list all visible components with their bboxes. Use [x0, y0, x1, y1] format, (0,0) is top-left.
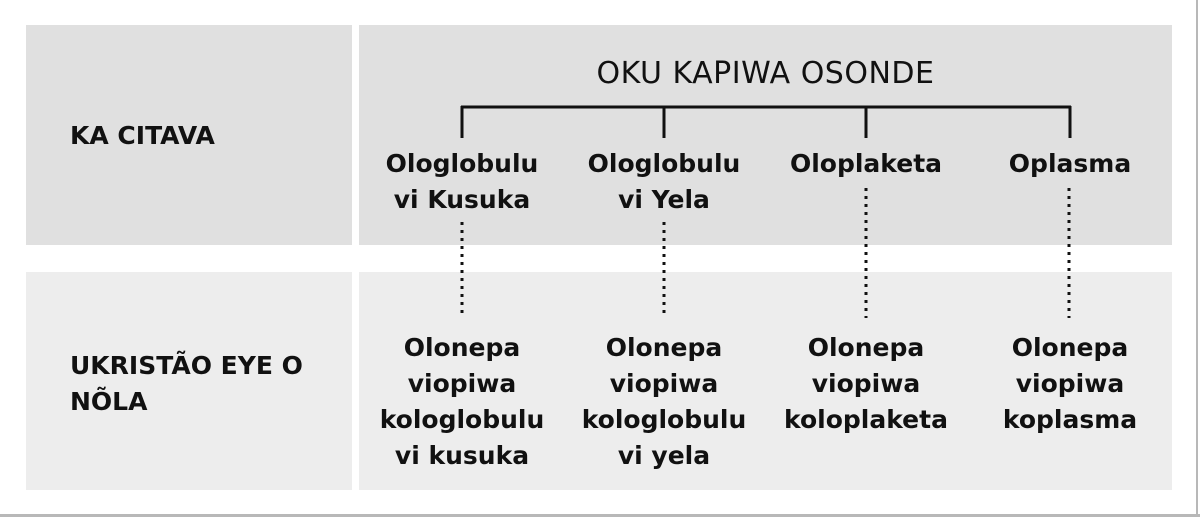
column-head-line: Ologlobulu	[587, 149, 741, 178]
diagram-header-cell	[359, 25, 1172, 245]
frame-border-right	[1196, 0, 1198, 517]
column-head-line: Oloplaketa	[789, 149, 943, 178]
column-body-ologlobulu-yela: Olonepa viopiwa kologlobulu vi yela	[569, 330, 759, 474]
column-body-line: koplasma	[1002, 405, 1138, 434]
column-head-ologlobulu-kusuka: Ologlobulu vi Kusuka	[367, 146, 557, 218]
column-body-line: viopiwa	[1015, 369, 1125, 398]
diagram-body-cell	[359, 272, 1172, 490]
column-body-line: Olonepa	[403, 333, 521, 362]
column-body-line: koloplaketa	[784, 405, 948, 434]
row-header-cell-ka-citava	[26, 25, 352, 245]
column-body-line: kologlobulu	[379, 405, 545, 434]
column-body-line: viopiwa	[407, 369, 517, 398]
column-body-line: viopiwa	[811, 369, 921, 398]
row-header-cell-ukristao	[26, 272, 352, 490]
column-body-oloplaketa: Olonepa viopiwa koloplaketa	[771, 330, 961, 438]
column-body-line: vi kusuka	[394, 441, 530, 470]
column-head-line: Ologlobulu	[385, 149, 539, 178]
column-body-line: vi yela	[617, 441, 711, 470]
diagram-title: OKU KAPIWA OSONDE	[596, 56, 935, 91]
column-head-line: vi Kusuka	[393, 185, 531, 214]
column-body-line: Olonepa	[1011, 333, 1129, 362]
column-head-line: Oplasma	[1008, 149, 1132, 178]
row-label-ukristao-eye-o-nola: UKRISTÃO EYE O NÕLA	[70, 351, 303, 416]
column-body-ologlobulu-kusuka: Olonepa viopiwa kologlobulu vi kusuka	[367, 330, 557, 474]
column-head-line: vi Yela	[618, 185, 710, 214]
column-head-oloplaketa: Oloplaketa	[771, 146, 961, 182]
column-body-line: Olonepa	[605, 333, 723, 362]
column-body-line: kologlobulu	[581, 405, 747, 434]
row-label-ka-citava: KA CITAVA	[70, 121, 215, 150]
frame-border-bottom	[0, 514, 1200, 517]
column-head-ologlobulu-yela: Ologlobulu vi Yela	[569, 146, 759, 218]
column-head-oplasma: Oplasma	[975, 146, 1165, 182]
column-body-line: viopiwa	[609, 369, 719, 398]
column-body-line: Olonepa	[807, 333, 925, 362]
column-body-oplasma: Olonepa viopiwa koplasma	[975, 330, 1165, 438]
